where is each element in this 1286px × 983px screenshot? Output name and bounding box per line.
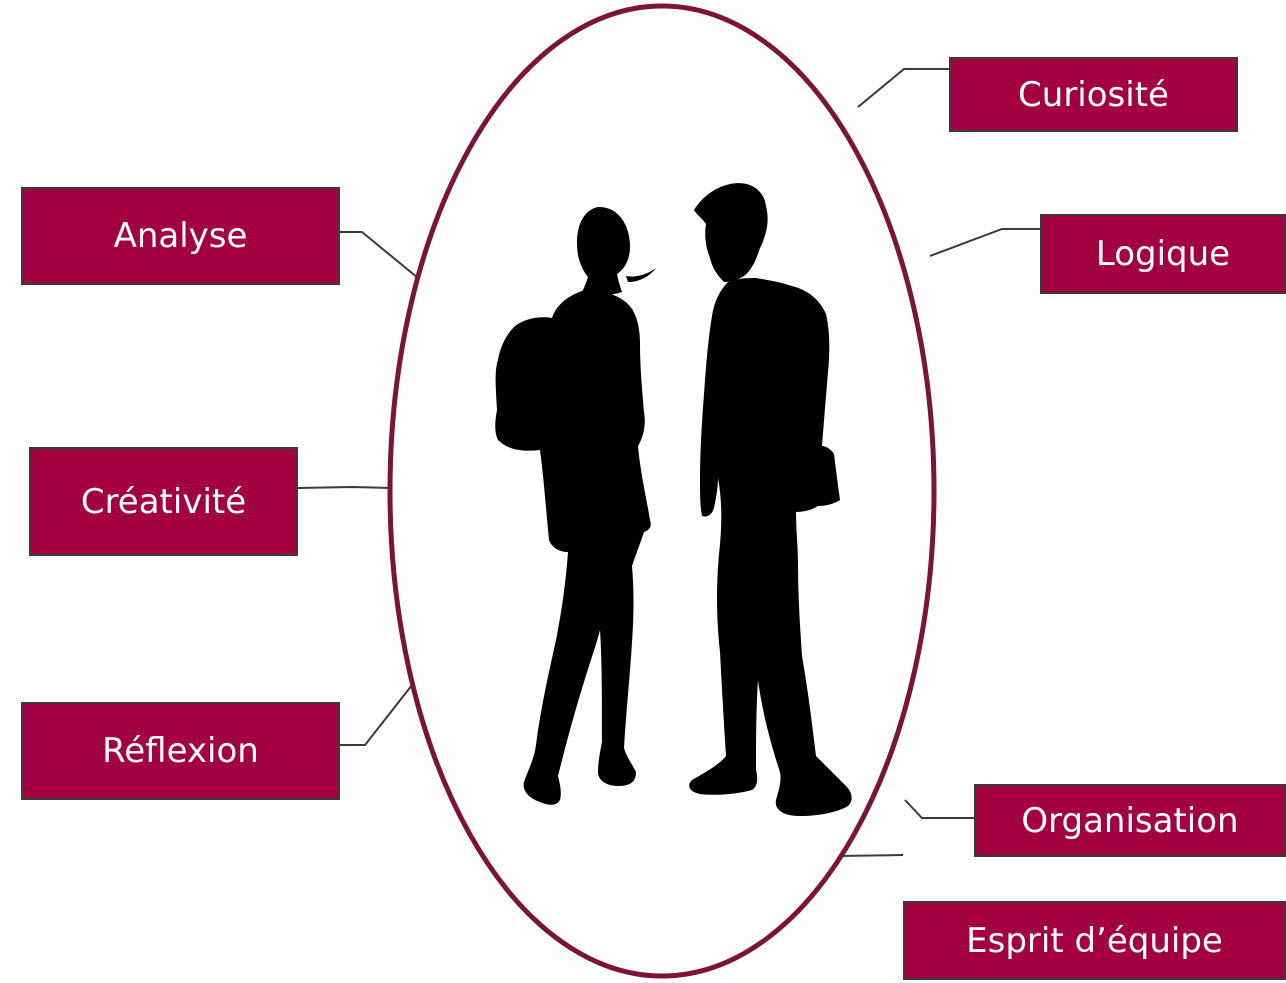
label-reflexion: Réflexion [21,702,340,800]
connector-organisation [904,799,974,819]
connector-reflexion [340,684,413,746]
man-silhouette-icon [689,183,852,816]
connector-analyse [340,231,419,279]
label-analyse: Analyse [21,187,340,285]
label-esprit-d-equipe: Esprit d’équipe [903,901,1286,980]
label-organisation: Organisation [974,784,1286,857]
connector-curiosite [857,68,949,108]
connector-creativite [297,485,391,489]
connector-logique [929,228,1040,257]
label-curiosite: Curiosité [949,57,1238,132]
central-ellipse [387,3,937,979]
label-creativite: Créativité [29,447,298,556]
woman-silhouette-icon [495,206,656,805]
label-logique: Logique [1040,214,1286,294]
